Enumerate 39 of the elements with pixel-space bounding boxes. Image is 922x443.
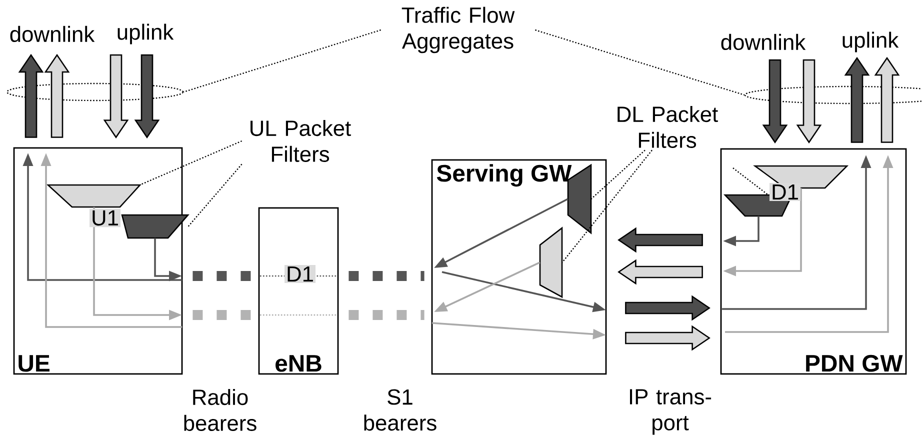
block-arrow bbox=[618, 227, 703, 253]
link-label: downlink bbox=[10, 26, 95, 42]
dotted-ellipse bbox=[6, 82, 184, 102]
leader-line bbox=[140, 140, 242, 186]
bearer-line bbox=[348, 310, 424, 320]
block-arrow bbox=[796, 59, 822, 144]
filter-id-label: U1 bbox=[90, 208, 121, 228]
block-arrow bbox=[874, 56, 900, 143]
link-label: uplink bbox=[118, 24, 174, 44]
block-arrow bbox=[625, 295, 710, 321]
network-box: Serving GW bbox=[431, 159, 607, 375]
leader-line bbox=[562, 150, 652, 263]
block-arrow bbox=[134, 54, 160, 138]
bearer-line bbox=[192, 270, 252, 281]
bearer-line bbox=[348, 270, 424, 281]
filter-id-label: D1 bbox=[770, 182, 800, 202]
block-arrow bbox=[18, 54, 44, 138]
leader-line bbox=[590, 150, 646, 200]
callout-text: UL Packet Filters bbox=[250, 120, 351, 162]
block-arrow bbox=[618, 259, 703, 285]
block-arrow bbox=[762, 59, 788, 144]
caption-text: IP trans-port bbox=[630, 389, 712, 435]
filter-id-label: D1 bbox=[284, 264, 316, 284]
block-arrow bbox=[44, 54, 70, 138]
leader-line bbox=[732, 168, 768, 196]
block-arrow bbox=[844, 56, 870, 143]
bearer-line bbox=[192, 310, 252, 320]
caption-text: S1 bearers bbox=[364, 389, 436, 431]
caption-text: Radio bearers bbox=[184, 388, 256, 431]
link-label: downlink bbox=[721, 34, 806, 50]
callout-text: Traffic Flow Aggregates bbox=[402, 6, 515, 54]
leader-line bbox=[188, 164, 242, 227]
leader-line bbox=[535, 29, 745, 96]
link-label: uplink bbox=[842, 32, 899, 52]
block-arrow bbox=[625, 325, 710, 351]
callout-text: DL Packet Filters bbox=[618, 106, 718, 148]
leader-line bbox=[183, 29, 381, 93]
block-arrow bbox=[103, 54, 129, 138]
filter-trapezoid bbox=[121, 214, 190, 239]
